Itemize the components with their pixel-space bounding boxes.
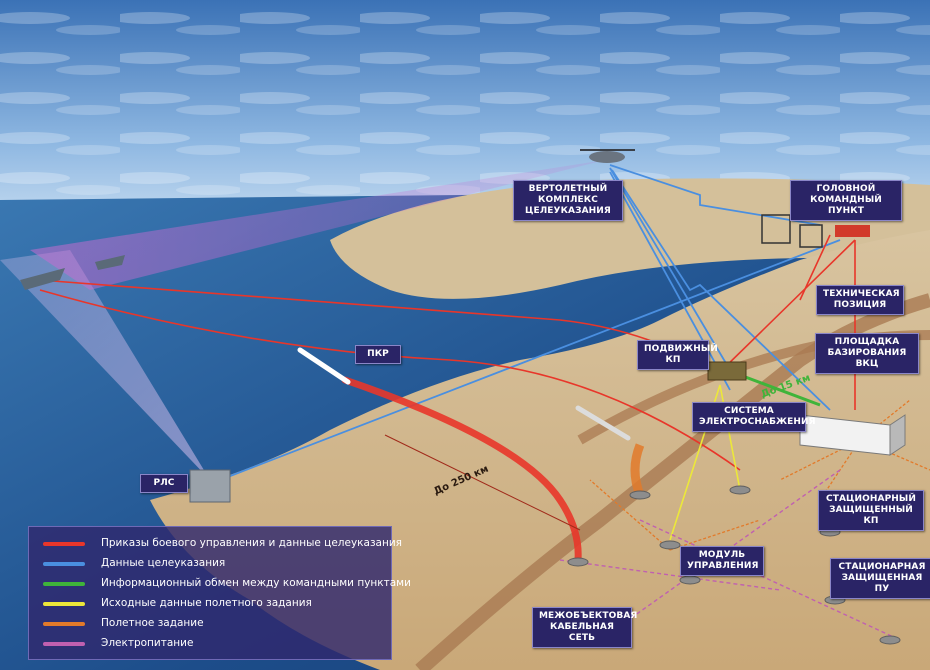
callout-mobile-cp: ПОДВИЖНЫЙ КП	[637, 340, 718, 370]
callout-cable-network: МЕЖОБЪЕКТОВАЯ КАБЕЛЬНАЯ СЕТЬ	[532, 607, 637, 648]
legend-label: Исходные данные полетного задания	[101, 597, 312, 609]
callout-radar: РЛС	[140, 474, 188, 493]
legend-label: Данные целеуказания	[101, 557, 226, 569]
callout-anti-ship-missile: ПКР	[355, 345, 401, 364]
callout-control-module: МОДУЛЬ УПРАВЛЕНИЯ	[680, 546, 764, 576]
legend-swatch	[43, 602, 85, 606]
legend: Приказы боевого управления и данные целе…	[28, 526, 411, 660]
legend-label: Информационный обмен между командными пу…	[101, 577, 411, 589]
helicopter-beam	[30, 160, 605, 290]
legend-row: Приказы боевого управления и данные целе…	[39, 535, 402, 553]
radar-coverage	[0, 250, 210, 480]
callout-static-cp: СТАЦИОНАРНЫЙ ЗАЩИЩЕННЫЙ КП	[818, 490, 924, 531]
callout-power-supply: СИСТЕМА ЭЛЕКТРОСНАБЖЕНИЯ	[692, 402, 816, 432]
legend-row: Данные целеуказания	[39, 555, 389, 573]
callout-helicopter-complex: ВЕРТОЛЕТНЫЙ КОМПЛЕКС ЦЕЛЕУКАЗАНИЯ	[513, 180, 623, 221]
static-cp-building	[799, 414, 906, 456]
callout-static-launcher: СТАЦИОНАРНАЯ ЗАЩИЩЕННАЯ ПУ	[830, 558, 930, 599]
legend-row: Полетное задание	[39, 615, 389, 633]
legend-swatch	[43, 542, 85, 546]
launch-smoke	[630, 443, 645, 497]
legend-row: Информационный обмен между командными пу…	[39, 575, 411, 593]
legend-row: Электропитание	[39, 635, 389, 653]
road	[415, 293, 930, 670]
launch-silos	[567, 485, 901, 645]
ships	[20, 255, 125, 290]
radar-station	[189, 469, 231, 503]
missile-launching	[575, 405, 631, 441]
legend-label: Приказы боевого управления и данные целе…	[101, 537, 402, 549]
legend-swatch	[43, 562, 85, 566]
callout-technical-position: ТЕХНИЧЕСКАЯ ПОЗИЦИЯ	[816, 285, 904, 315]
callout-head-command-post: ГОЛОВНОЙ КОМАНДНЫЙ ПУНКТ	[790, 180, 902, 221]
range-line	[384, 434, 581, 531]
hq-structure	[761, 214, 870, 248]
legend-swatch	[43, 642, 85, 646]
target-data-links	[219, 164, 841, 481]
legend-swatch	[43, 582, 85, 586]
legend-row: Исходные данные полетного задания	[39, 595, 389, 613]
callout-vkc-pad: ПЛОЩАДКА БАЗИРОВАНИЯ ВКЦ	[815, 333, 919, 374]
far-land	[330, 178, 930, 299]
cp-exchange-link	[739, 373, 821, 407]
missile-in-flight	[297, 347, 351, 385]
legend-label: Полетное задание	[101, 617, 204, 629]
legend-swatch	[43, 622, 85, 626]
mobile-cp-vehicle	[707, 361, 747, 381]
helicopter	[580, 149, 635, 163]
legend-label: Электропитание	[101, 637, 194, 649]
missile-trail	[341, 376, 582, 564]
